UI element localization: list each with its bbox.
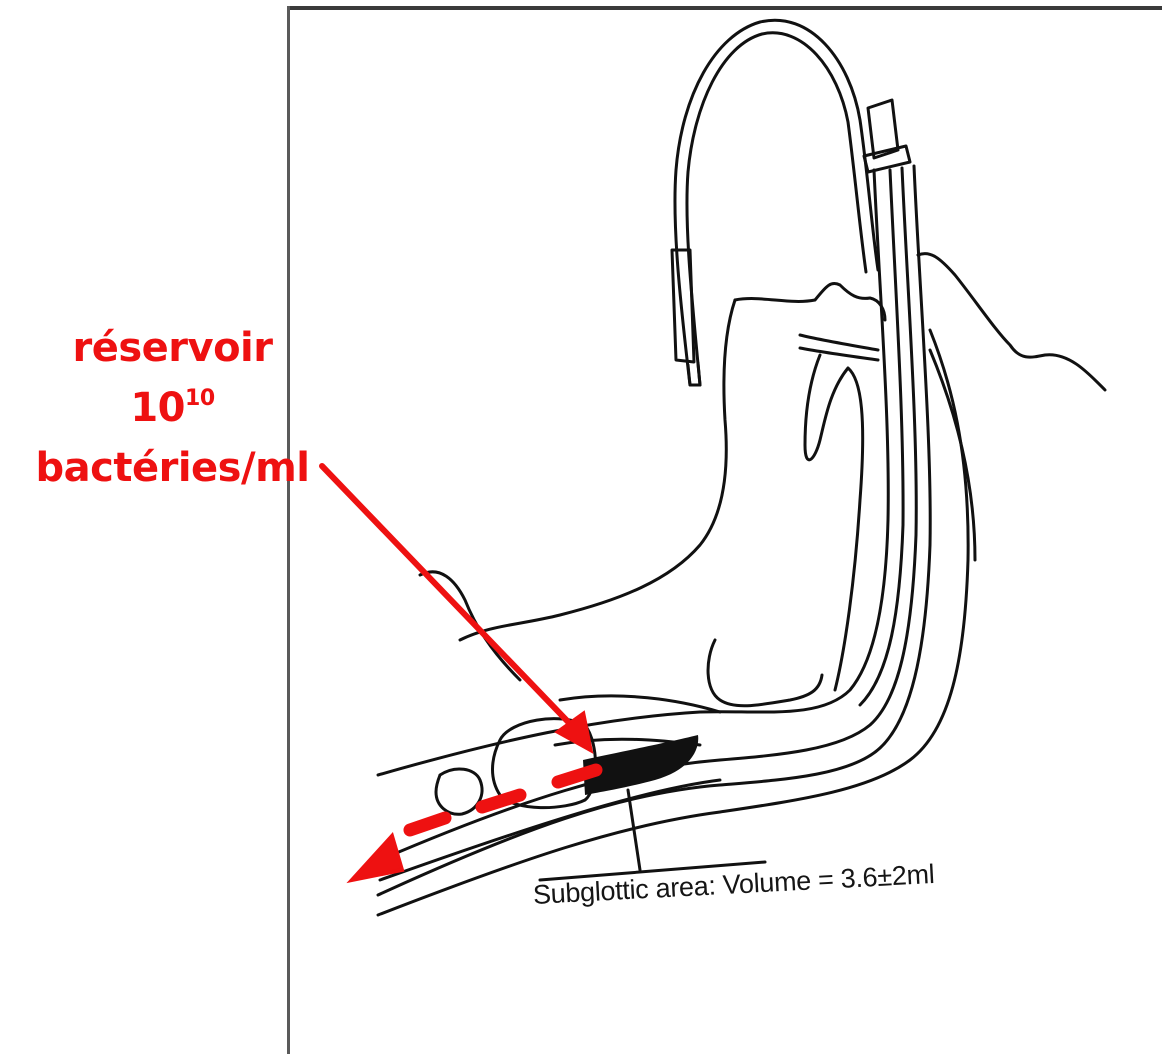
- bacteria-exponent: 10: [185, 386, 215, 411]
- leak-dash-3: [410, 818, 445, 830]
- bacteria-base: 10: [130, 385, 185, 431]
- bacteria-unit: bactéries/ml: [36, 445, 310, 491]
- pilot-line: [675, 20, 878, 385]
- tube-outer-left: [378, 170, 888, 775]
- pilot-line-inner: [687, 33, 866, 385]
- epiglottis: [805, 355, 863, 690]
- tube-inner-left: [860, 170, 903, 705]
- pilot-valve: [688, 363, 700, 385]
- annotation-arrow-line: [322, 466, 574, 728]
- palate: [735, 283, 885, 320]
- face-profile: [918, 254, 1105, 390]
- tube-lower-edge: [378, 330, 968, 915]
- teeth: [800, 335, 878, 350]
- teeth-2: [800, 348, 878, 360]
- trachea-upper-wall: [560, 696, 720, 712]
- larynx: [708, 640, 822, 706]
- tube-outer-right: [378, 166, 930, 895]
- reservoir-label: réservoir: [0, 318, 345, 378]
- bacteria-concentration: 1010 bactéries/ml: [0, 378, 345, 498]
- leak-arrow-head: [352, 836, 402, 880]
- tube-tip: [436, 769, 482, 814]
- reservoir-annotation: réservoir 1010 bactéries/ml: [0, 318, 345, 498]
- pilot-connector: [672, 250, 694, 362]
